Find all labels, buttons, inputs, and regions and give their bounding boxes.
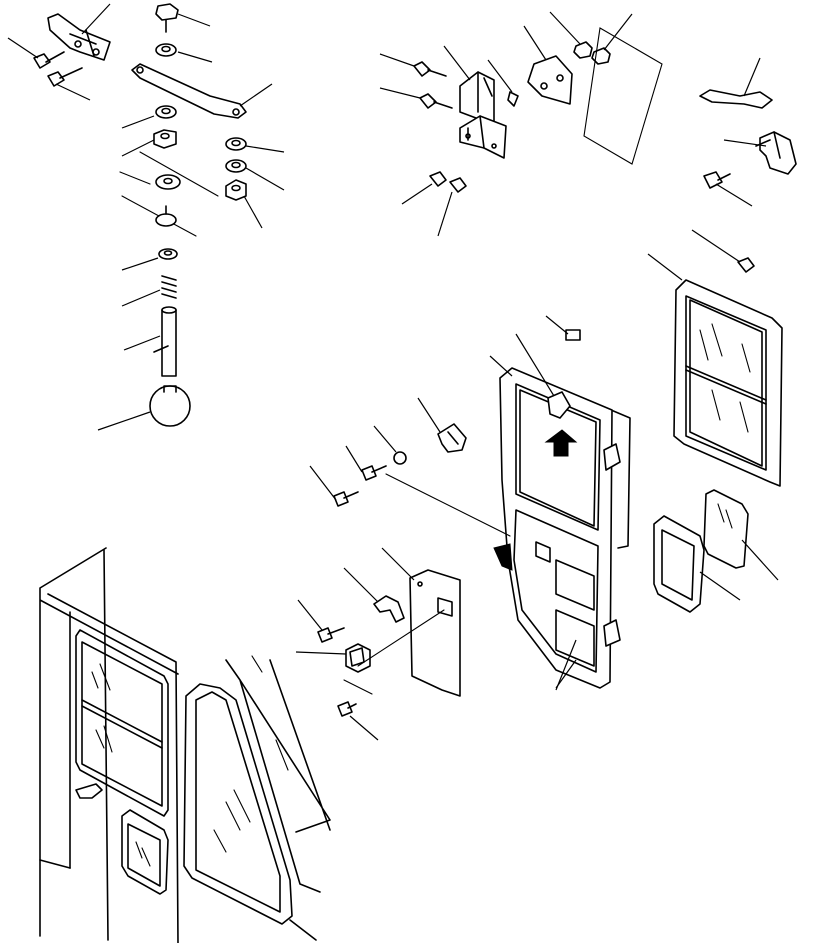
bolt-icon [47, 67, 91, 101]
hinge-leaf-upper [459, 71, 495, 123]
spring-icon [121, 275, 177, 307]
door-frame [309, 315, 631, 691]
washer-icon [225, 137, 285, 153]
screw-icon [345, 445, 387, 481]
arrow-up-icon [544, 429, 578, 457]
latch-assembly [7, 3, 285, 431]
bolt-icon [155, 3, 211, 33]
grip-handle [699, 89, 773, 109]
bolt-icon [379, 53, 447, 77]
door-handle [759, 131, 797, 175]
latch-block [547, 391, 571, 419]
bolt-icon [703, 171, 753, 207]
hinge-assembly [379, 11, 663, 237]
door-handle [75, 783, 103, 799]
bolt-icon [379, 87, 453, 109]
hinge-clip [603, 443, 621, 471]
washer-icon [155, 205, 177, 227]
hook-icon [373, 595, 405, 623]
bolt-icon [401, 171, 447, 205]
washer-icon [225, 159, 285, 191]
washer-icon [373, 425, 407, 465]
nut-icon [121, 129, 177, 157]
bolt-icon [7, 37, 65, 69]
nut-icon [549, 11, 593, 59]
screw-icon [297, 599, 345, 643]
washer-icon [121, 105, 177, 129]
hinge-pin [507, 91, 519, 107]
small-window [653, 489, 779, 613]
washer-icon [155, 43, 213, 63]
bushing-icon [119, 171, 181, 190]
inner-panel [295, 547, 461, 741]
striker-plate [527, 55, 573, 105]
hinge-clip [603, 619, 621, 647]
washer-icon [121, 248, 178, 271]
pad-icon [565, 329, 581, 341]
latch-plate [345, 643, 371, 673]
nut-icon [225, 179, 263, 229]
pin-icon [123, 306, 177, 377]
bolt-icon [691, 229, 755, 273]
leader-line [81, 3, 111, 35]
sliding-window [647, 253, 783, 487]
arrow-down-icon [493, 543, 513, 571]
cab-body [39, 547, 331, 943]
lever-arm [131, 63, 273, 119]
screw-icon [309, 465, 359, 507]
handle-parts [691, 57, 797, 273]
bolt-icon [437, 177, 467, 237]
screw-icon [337, 701, 379, 741]
knob-icon [97, 385, 191, 431]
